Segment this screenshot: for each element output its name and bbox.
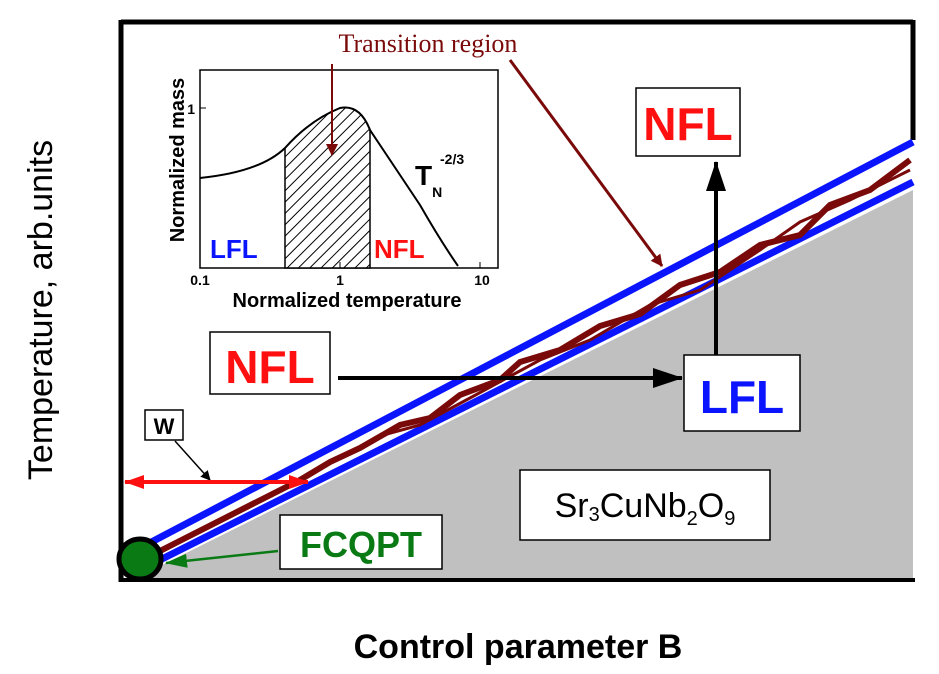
lfl-label: LFL [700, 371, 784, 423]
inset-ytick-1: 1 [187, 101, 195, 117]
transition-region-label: Transition region [339, 29, 518, 58]
x-axis-label: Control parameter B [354, 628, 683, 666]
inset-t-sub: N [432, 184, 442, 200]
inset-ylabel: Normalized mass [167, 78, 189, 243]
inset-mass-curve [199, 106, 459, 267]
inset-chart: 1 0.1 1 10 Normalized temperature Normal… [167, 69, 499, 312]
inset-xtick-1: 1 [336, 272, 344, 288]
lfl-box [683, 354, 801, 432]
inset-t: T [415, 160, 432, 191]
fcqpt-label: FCQPT [300, 524, 422, 565]
fcqpt-arrow [165, 549, 279, 568]
w-box [144, 409, 184, 441]
nfl-top-box [635, 87, 741, 157]
w-label: W [154, 414, 175, 439]
inset-xtick-10: 10 [474, 272, 490, 288]
nfl-left-box [209, 331, 331, 395]
w-pointer-arrow [174, 440, 211, 481]
transition-arrow-band [508, 59, 664, 267]
fcqpt-point [116, 536, 164, 582]
inset-tn-label: TN [415, 160, 442, 200]
nfl-top-label: NFL [643, 98, 732, 150]
inset-nfl-label: NFL [374, 234, 425, 264]
band-lower-line [146, 178, 915, 570]
compound-formula: Sr3CuNb2O9 [555, 487, 736, 530]
inset-xtick-0.1: 0.1 [190, 272, 210, 288]
nfl-left-label: NFL [225, 341, 314, 393]
inset-lfl-label: LFL [210, 234, 258, 264]
inset-xlabel: Normalized temperature [233, 290, 462, 312]
y-axis-label: Temperature, arb.units [22, 140, 60, 480]
inset-t-sup: -2/3 [440, 151, 464, 167]
crossover-wavy-line-2 [149, 168, 911, 560]
fcqpt-box [279, 514, 443, 570]
compound-box [519, 469, 771, 541]
